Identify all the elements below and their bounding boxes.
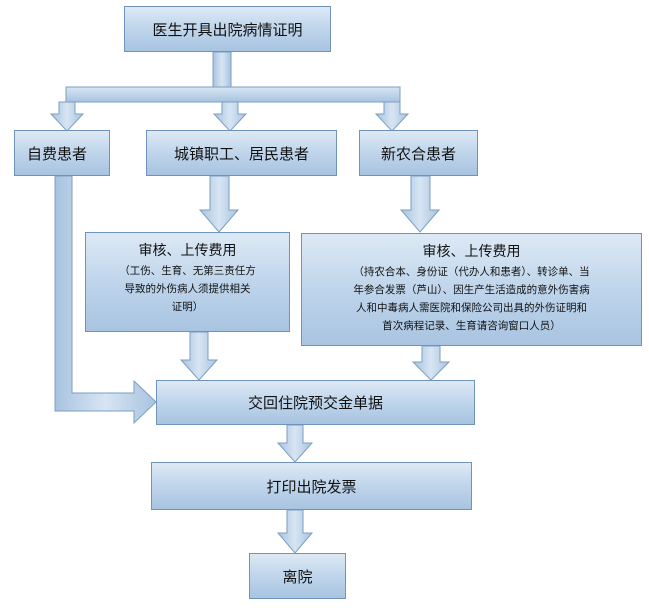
- review-rural-note-line: 人和中毒病人需医院和保险公司出具的外伤证明和: [356, 302, 587, 314]
- print-invoice-label: 打印出院发票: [266, 477, 357, 496]
- review-rural-node: 审核、上传费用 （持农合本、身份证（代办人和患者）、转诊单、当 年参合发票（芦山…: [301, 233, 642, 346]
- review-urban-node: 审核、上传费用 （工伤、生育、无第三责任方 导致的外伤病人须提供相关 证明）: [85, 232, 290, 332]
- distribution-bar: [65, 86, 401, 103]
- arrow-to-self-pay: [49, 101, 85, 132]
- urban-label: 城镇职工、居民患者: [173, 144, 309, 163]
- arrow-receipt-to-invoice: [276, 424, 314, 463]
- self-pay-label: 自费患者: [27, 144, 88, 163]
- rural-node: 新农合患者: [359, 130, 478, 176]
- self-pay-node: 自费患者: [14, 130, 110, 176]
- review-urban-note: （工伤、生育、无第三责任方 导致的外伤病人须提供相关 证明）: [119, 262, 256, 316]
- review-rural-note-line: 年参合发票（芦山）、因生产生活造成的意外伤害病: [353, 284, 590, 296]
- start-node: 医生开具出院病情证明: [124, 6, 331, 52]
- arrow-self-pay-to-receipt: [54, 175, 157, 425]
- review-rural-note-line: 首次病程记录、生育请咨询窗口人员）: [382, 320, 561, 332]
- review-urban-note-line: （工伤、生育、无第三责任方: [119, 265, 256, 277]
- discharge-node: 离院: [249, 553, 346, 599]
- return-receipt-label: 交回住院预交金单据: [247, 394, 383, 412]
- arrow-urban-to-review: [198, 175, 240, 233]
- return-receipt-node: 交回住院预交金单据: [156, 380, 475, 425]
- review-rural-note-line: （持农合本、身份证（代办人和患者）、转诊单、当: [353, 266, 590, 278]
- arrow-review-rural-to-receipt: [411, 345, 451, 381]
- arrow-review-urban-to-receipt: [179, 331, 219, 381]
- start-node-label: 医生开具出院病情证明: [152, 20, 303, 39]
- arrow-invoice-to-discharge: [276, 509, 314, 554]
- review-urban-note-line: 导致的外伤病人须提供相关: [124, 283, 251, 295]
- review-rural-title: 审核、上传费用: [422, 244, 521, 260]
- arrow-rural-to-review: [399, 175, 441, 233]
- urban-node: 城镇职工、居民患者: [146, 130, 337, 176]
- review-urban-title: 审核、上传费用: [138, 243, 237, 259]
- arrow-to-urban: [212, 101, 248, 132]
- review-rural-note: （持农合本、身份证（代办人和患者）、转诊单、当 年参合发票（芦山）、因生产生活造…: [353, 263, 589, 335]
- review-urban-note-line: 证明）: [171, 301, 204, 313]
- arrow-to-rural: [374, 101, 410, 132]
- discharge-label: 离院: [282, 567, 313, 586]
- rural-label: 新农合患者: [380, 144, 456, 163]
- trunk-connector: [212, 51, 232, 88]
- print-invoice-node: 打印出院发票: [151, 462, 472, 510]
